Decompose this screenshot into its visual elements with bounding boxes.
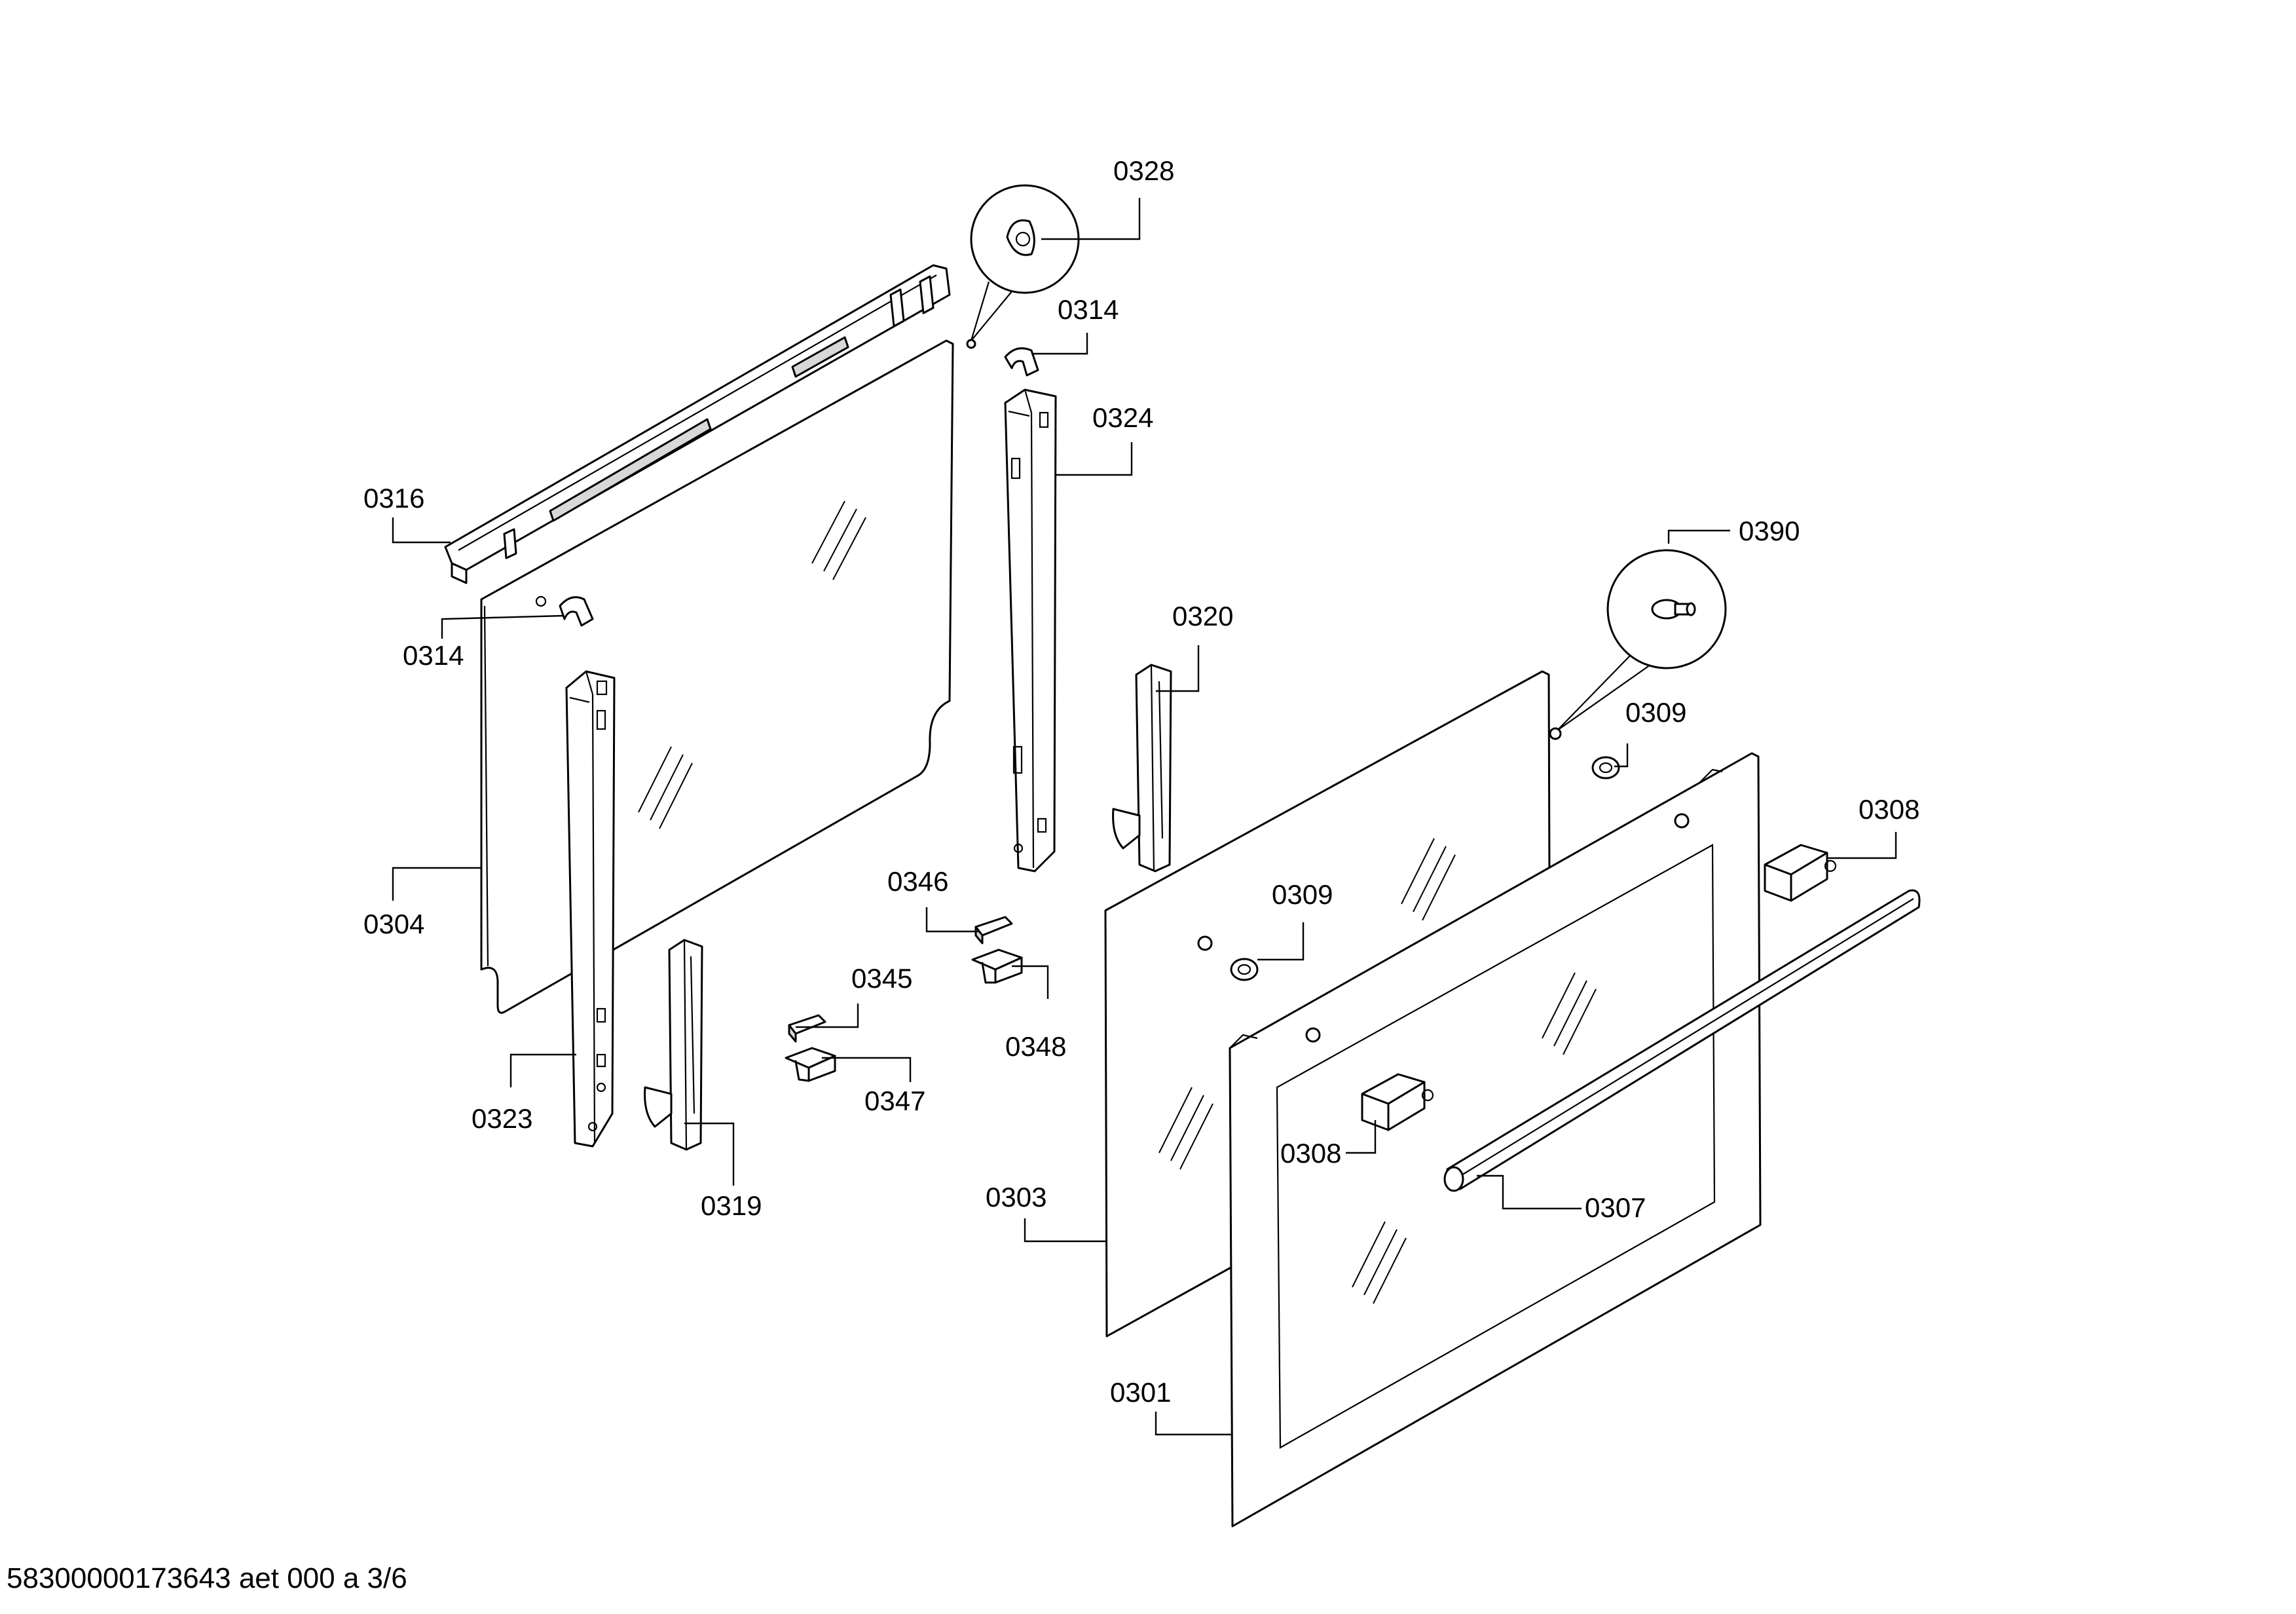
callout-0309-right: 0309 xyxy=(1625,697,1686,728)
part-0314-clip-top[interactable] xyxy=(1004,347,1039,377)
part-0324-hinge-rail-right[interactable] xyxy=(1004,388,1057,873)
callout-0348: 0348 xyxy=(1005,1031,1066,1062)
callout-0308-mid: 0308 xyxy=(1280,1138,1341,1169)
part-0347-hinge-bracket[interactable] xyxy=(785,1047,836,1082)
part-0320-runner-right[interactable] xyxy=(1112,664,1172,873)
part-0323-hinge-rail-left[interactable] xyxy=(565,670,616,1148)
part-0307-door-handle[interactable] xyxy=(1443,889,1921,1192)
callout-0304: 0304 xyxy=(363,909,424,939)
document-id-footer: 58300000173643 aet 000 a 3/6 xyxy=(7,1562,407,1594)
part-0390-screw-detail[interactable] xyxy=(1549,549,1727,740)
callout-0316: 0316 xyxy=(363,483,424,514)
callout-0345: 0345 xyxy=(851,963,912,994)
callout-0320: 0320 xyxy=(1172,601,1233,631)
callout-0314-top: 0314 xyxy=(1058,294,1119,325)
callout-0319: 0319 xyxy=(701,1190,762,1221)
callout-0301: 0301 xyxy=(1110,1377,1171,1408)
part-0316-top-profile[interactable] xyxy=(444,264,951,584)
part-0308-handle-mount-right[interactable] xyxy=(1764,844,1837,902)
callout-0314-left: 0314 xyxy=(403,640,464,671)
part-0319-runner-left[interactable] xyxy=(644,939,703,1151)
callout-0308-right: 0308 xyxy=(1859,794,1919,825)
callout-0346: 0346 xyxy=(887,866,948,897)
callout-0323: 0323 xyxy=(472,1103,532,1134)
leader-lines xyxy=(392,198,1897,1436)
callout-0328: 0328 xyxy=(1113,155,1174,186)
part-0309-spacer-mid[interactable] xyxy=(1230,958,1259,981)
part-0348-hinge-bracket[interactable] xyxy=(971,948,1023,984)
part-0346-hinge-cover[interactable] xyxy=(974,916,1013,945)
part-0308-handle-mount-mid[interactable] xyxy=(1361,1073,1434,1131)
part-0304-inner-glass[interactable] xyxy=(480,339,954,1014)
callout-0390: 0390 xyxy=(1739,516,1800,546)
callout-0307: 0307 xyxy=(1585,1192,1646,1223)
callout-0324: 0324 xyxy=(1092,402,1153,433)
part-0309-spacer-right[interactable] xyxy=(1591,756,1620,779)
callout-0303: 0303 xyxy=(986,1182,1046,1212)
callout-0347: 0347 xyxy=(864,1085,925,1116)
part-0328-buffer-detail[interactable] xyxy=(966,184,1080,349)
callout-0309-mid: 0309 xyxy=(1272,879,1333,910)
part-0314-clip-left[interactable] xyxy=(535,595,594,627)
part-0345-hinge-cover[interactable] xyxy=(788,1014,826,1043)
callout-labels: 0328 0314 0324 0316 0314 0390 0320 0309 … xyxy=(363,155,1919,1408)
